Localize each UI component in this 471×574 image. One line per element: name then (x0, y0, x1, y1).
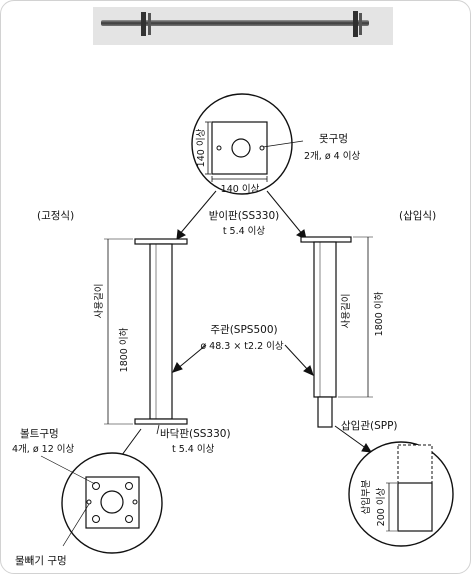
insert-pipe-detail (348, 441, 454, 547)
fixed-type-header: (고정식) (37, 210, 74, 222)
nail-hole-label: 못구멍 (319, 133, 348, 145)
insert-part-label: 삽입부분 (360, 479, 372, 514)
base-plate-label: 바닥판(SS330) (160, 428, 231, 440)
insert-type-header: (삽입식) (399, 209, 436, 222)
base-plate-thickness: t 5.4 이상 (172, 444, 215, 455)
fixed-length-label: 사용길이 (93, 284, 105, 319)
insert-pipe-arrow (334, 425, 372, 453)
top-plate-label: 받이판(SS330) (209, 210, 280, 222)
bolt-hole-spec: 4개, ø 12 이상 (12, 444, 75, 455)
main-pipe-arrows (172, 344, 314, 376)
top-plate-thickness: t 5.4 이상 (223, 226, 266, 237)
main-pipe-label: 주관(SPS500) (210, 324, 277, 336)
plate-height-dim: 140 이상 (196, 128, 207, 167)
post-photo (93, 7, 393, 45)
insert-pipe-label: 삽입관(SPP) (341, 419, 398, 432)
fixed-length-value: 1800 이하 (118, 327, 130, 372)
plate-width-dim: 140 이상 (221, 184, 260, 195)
insert-length-value: 1800 이하 (373, 291, 385, 336)
top-plate-detail (191, 93, 304, 195)
base-plate-detail (40, 452, 163, 554)
bolt-hole-label: 볼트구멍 (20, 428, 59, 440)
main-pipe-spec: ø 48.3 × t2.2 이상 (200, 341, 284, 352)
insert-part-value: 200 이상 (376, 487, 387, 526)
base-plate-leader (156, 424, 160, 435)
nail-hole-spec: 2개, ø 4 이상 (304, 151, 360, 162)
insert-length-label: 사용길이 (340, 294, 352, 329)
fixed-post (104, 238, 188, 425)
drain-hole-label: 물빼기 구멍 (15, 555, 67, 567)
insert-post (300, 236, 373, 428)
